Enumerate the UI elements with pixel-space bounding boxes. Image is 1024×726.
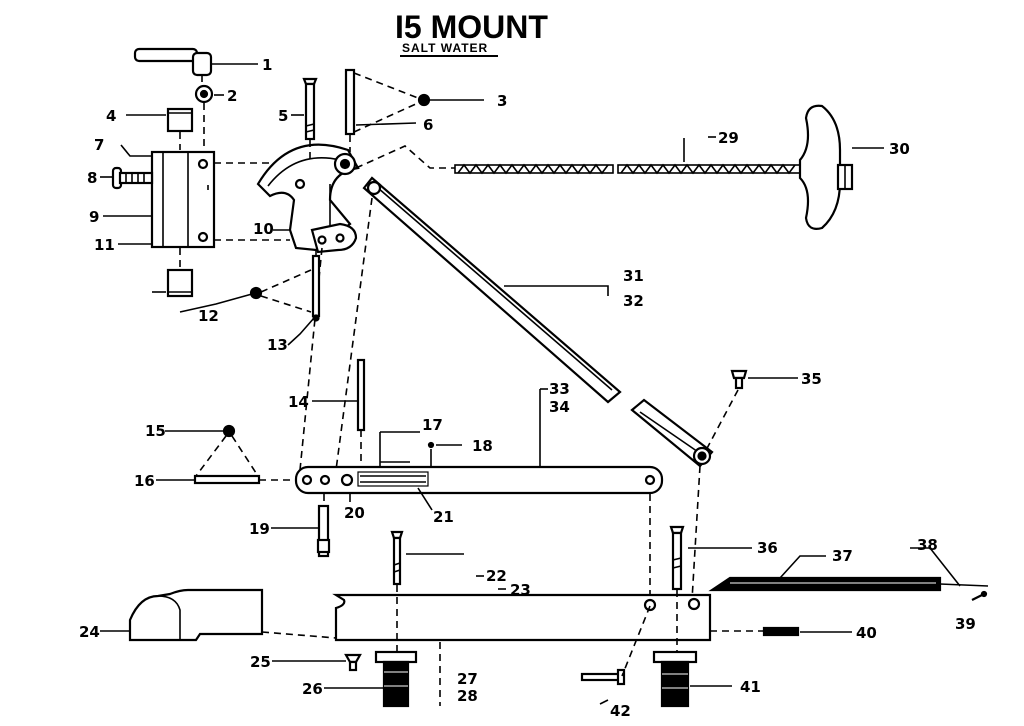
callout-19: 19 — [249, 520, 270, 538]
callout-18: 18 — [472, 437, 493, 455]
guide-dash — [335, 197, 373, 471]
callout-12: 12 — [198, 307, 219, 325]
part-35-screw — [703, 369, 748, 455]
diagram-title: I5 MOUNT — [395, 9, 548, 45]
callout-5: 5 — [278, 107, 288, 125]
callout-41: 41 — [740, 678, 761, 696]
callout-3: 3 — [497, 92, 507, 110]
part-13-pin — [311, 250, 321, 322]
callout-17: 17 — [422, 416, 443, 434]
callout-1: 1 — [262, 56, 272, 74]
part-29-shaft — [355, 145, 803, 175]
callout-37: 37 — [832, 547, 853, 565]
callout-27: 27 — [457, 670, 478, 688]
part-19-pin — [316, 494, 331, 558]
callout-6: 6 — [423, 116, 433, 134]
part-5-bolt — [302, 77, 318, 160]
callout-14: 14 — [288, 393, 309, 411]
callout-39: 39 — [955, 615, 976, 633]
callout-35: 35 — [801, 370, 822, 388]
part-33-lower-bar — [294, 461, 664, 495]
callout-29: 29 — [718, 129, 739, 147]
callout-33: 33 — [549, 380, 570, 398]
part-30-t-handle — [798, 104, 854, 230]
part-31-arm — [362, 176, 714, 468]
diagram-subtitle: SALT WATER — [402, 41, 488, 55]
callout-8: 8 — [87, 169, 97, 187]
callout-13: 13 — [267, 336, 288, 354]
part-25-screw — [344, 653, 362, 672]
part-12-clip — [249, 269, 312, 313]
callout-21: 21 — [433, 508, 454, 526]
part-18-small-pin — [427, 441, 435, 466]
callout-9: 9 — [89, 208, 99, 226]
callout-32: 32 — [623, 292, 644, 310]
leader-lines — [100, 63, 961, 705]
part-14-pin — [356, 358, 366, 468]
part-9-clamp-block — [150, 150, 216, 249]
callout-34: 34 — [549, 398, 570, 416]
part-39-pin — [971, 590, 988, 601]
callout-10: 10 — [253, 220, 274, 238]
part-6-pin — [344, 68, 356, 152]
part-40-spring — [710, 626, 800, 637]
callout-2: 2 — [227, 87, 237, 105]
callout-23: 23 — [510, 581, 531, 599]
part-1-lever-handle — [133, 47, 213, 84]
callout-31: 31 — [623, 267, 644, 285]
callout-30: 30 — [889, 140, 910, 158]
callout-16: 16 — [134, 472, 155, 490]
part-8-t-knob — [111, 166, 154, 190]
callout-28: 28 — [457, 687, 478, 705]
part-4-bushing-top — [166, 107, 194, 150]
callout-24: 24 — [79, 623, 100, 641]
bushing-bottom — [152, 248, 194, 298]
callout-25: 25 — [250, 653, 271, 671]
callout-42: 42 — [610, 702, 631, 720]
part-16-rod — [193, 474, 295, 485]
callout-15: 15 — [145, 422, 166, 440]
part-15-clip — [195, 424, 259, 477]
callout-11: 11 — [94, 236, 115, 254]
callout-4: 4 — [106, 107, 116, 125]
part-26-foot — [374, 650, 418, 708]
callout-22: 22 — [486, 567, 507, 585]
callout-7: 7 — [94, 136, 104, 154]
part-24-end-cap — [128, 588, 337, 642]
callout-20: 20 — [344, 504, 365, 522]
part-42-pin — [580, 605, 651, 686]
bolt-top — [390, 530, 404, 652]
part-10-bracket — [256, 143, 360, 254]
callout-labels: 1 2 3 4 5 6 7 8 9 10 11 12 13 14 15 16 1… — [79, 56, 976, 720]
part-22-base-plate — [332, 593, 712, 642]
part-37-strap — [708, 576, 989, 592]
callout-38: 38 — [917, 536, 938, 554]
part-2-washer — [194, 84, 214, 150]
part-41-foot — [652, 650, 698, 708]
callout-26: 26 — [302, 680, 323, 698]
part-36-bolt — [669, 525, 685, 652]
callout-36: 36 — [757, 539, 778, 557]
callout-40: 40 — [856, 624, 877, 642]
guide-dash — [691, 465, 701, 601]
